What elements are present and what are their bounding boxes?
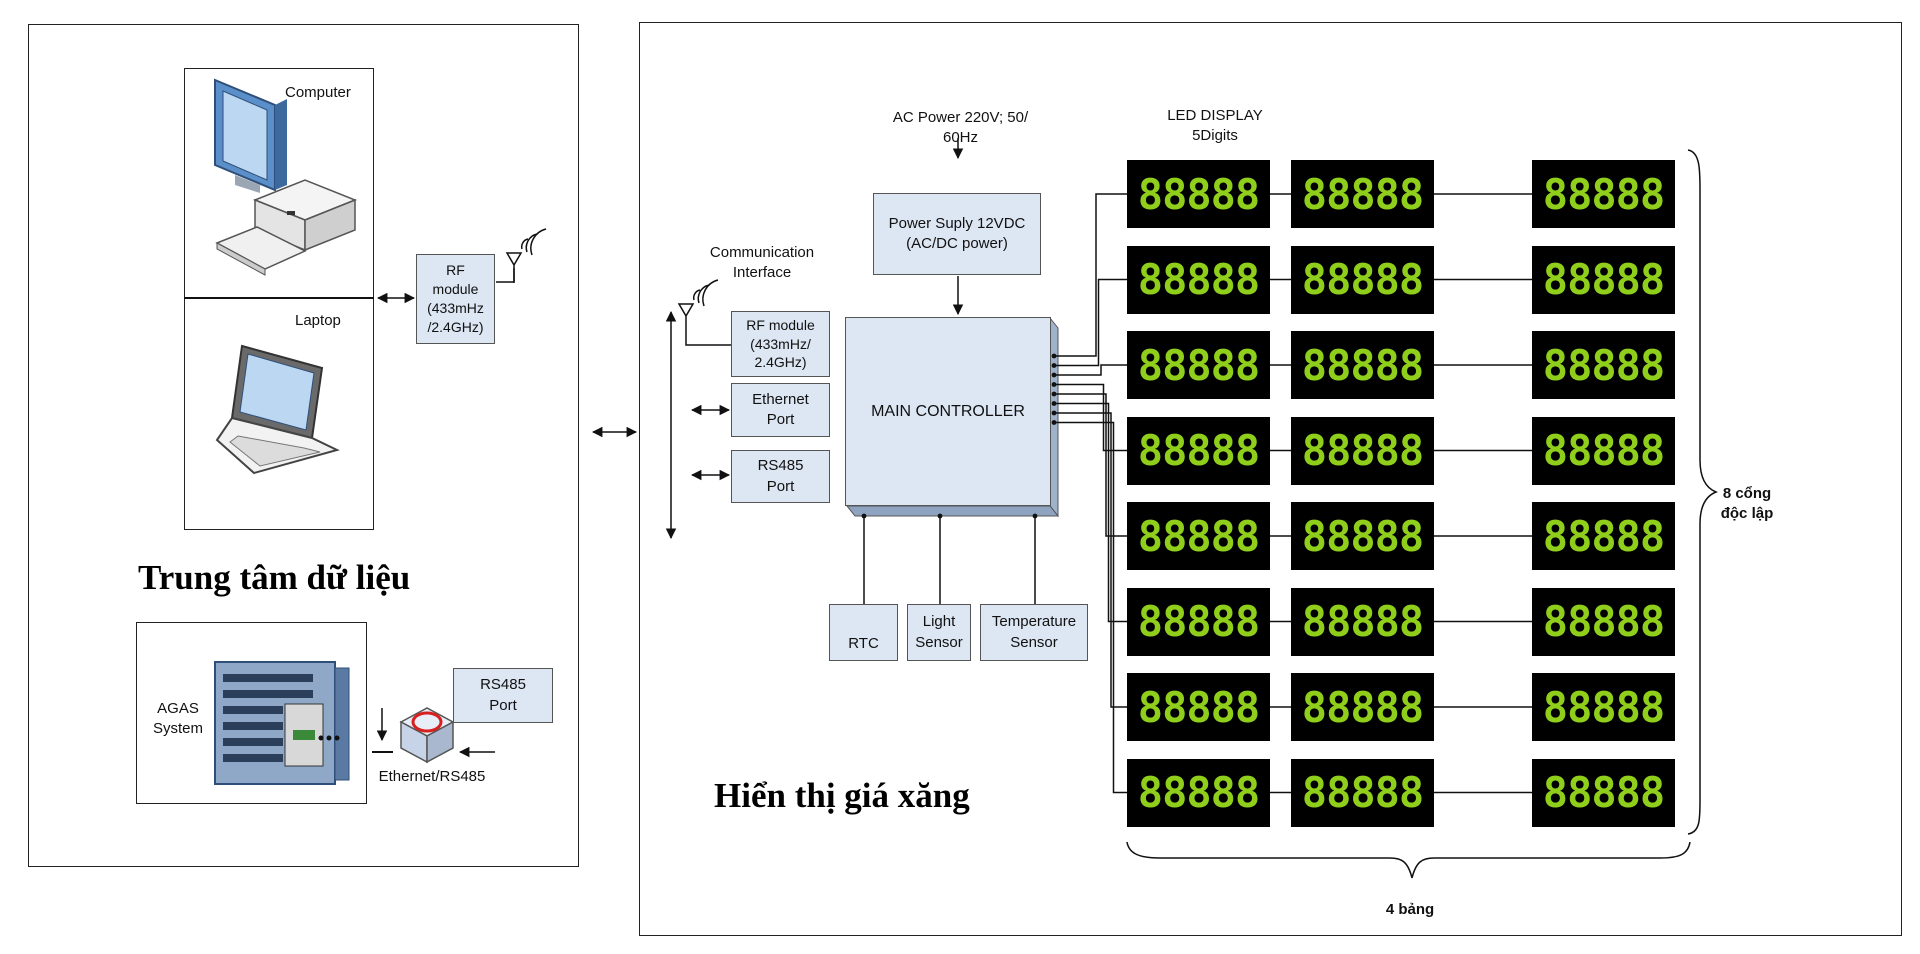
controller-to-led-row-line	[1054, 193, 1127, 357]
led-panel: 88888	[1127, 502, 1270, 570]
led-panel: 88888	[1127, 758, 1270, 827]
led-panel: 88888	[1532, 331, 1675, 399]
rtc-box: RTC	[829, 604, 898, 661]
comm-interface-label: Communication Interface	[709, 244, 815, 282]
led-panel: 88888	[1127, 160, 1270, 228]
left-rf-signal-icon	[520, 228, 547, 256]
right-rf-signal-icon	[692, 279, 719, 307]
rs485-port-left: RS485 Port	[453, 668, 553, 723]
controller-to-led-row-line	[1054, 364, 1127, 376]
led-panel: 88888	[1532, 587, 1675, 656]
boards-bracket	[1126, 841, 1691, 879]
ac-power-label: AC Power 220V; 50/ 60Hz	[892, 109, 1029, 147]
led-panel: 88888	[1127, 416, 1270, 485]
led-panel: 88888	[1291, 587, 1434, 656]
laptop-label: Laptop	[295, 312, 341, 329]
computer-icon	[214, 78, 358, 276]
price-display-title: Hiển thị giá xăng	[714, 776, 970, 815]
controller-to-led-row-line	[1054, 278, 1127, 367]
led-panel: 88888	[1127, 245, 1270, 314]
ethernet-rs485-label: Ethernet/RS485	[378, 768, 486, 785]
temperature-sensor-box: Temperature Sensor	[980, 604, 1088, 661]
led-panel: 88888	[1532, 673, 1675, 741]
power-supply-box: Power Suply 12VDC (AC/DC power)	[873, 193, 1041, 275]
led-panel: 88888	[1291, 416, 1434, 485]
rs485-port-box: RS485 Port	[731, 450, 830, 503]
led-display-label: LED DISPLAY 5Digits	[1167, 107, 1263, 145]
controller-to-led-row-line	[1054, 412, 1127, 708]
controller-sensor-dot	[1032, 513, 1038, 519]
led-panel: 88888	[1127, 673, 1270, 741]
led-panel: 88888	[1532, 416, 1675, 485]
led-panel: 88888	[1532, 245, 1675, 314]
controller-to-led-row-line	[1054, 421, 1127, 794]
led-panel: 88888	[1291, 160, 1434, 228]
boards-label: 4 bảng	[1385, 901, 1435, 918]
converter-icon	[399, 707, 455, 764]
controller-to-led-row-line	[1054, 393, 1127, 537]
led-panel: 88888	[1291, 245, 1434, 314]
led-panel: 88888	[1532, 160, 1675, 228]
controller-to-led-row-line	[1054, 402, 1127, 623]
ethernet-port-box: Ethernet Port	[731, 383, 830, 437]
left-rf-antenna-icon	[505, 252, 523, 283]
controller-sensor-dot	[861, 513, 867, 519]
controller-sensor-dot	[937, 513, 943, 519]
data-center-title: Trung tâm dữ liệu	[138, 558, 411, 597]
led-panel: 88888	[1127, 587, 1270, 656]
laptop-icon	[215, 344, 340, 475]
led-panel: 88888	[1291, 502, 1434, 570]
main-controller-box: MAIN CONTROLLER	[845, 317, 1051, 506]
led-panel: 88888	[1291, 331, 1434, 399]
controller-to-led-row-line	[1054, 383, 1127, 452]
rf-module-right: RF module (433mHz/ 2.4GHz)	[731, 311, 830, 377]
ports-label: 8 cổng độc lập	[1720, 485, 1774, 523]
right-rf-antenna-icon	[677, 303, 695, 334]
main-controller-3d-faces	[845, 316, 1060, 518]
rf-module-left: RF module (433mHz /2.4GHz)	[416, 254, 495, 344]
computer-label: Computer	[285, 84, 351, 101]
light-sensor-box: Light Sensor	[907, 604, 971, 661]
agas-rack-icon	[214, 661, 350, 785]
led-panel: 88888	[1291, 673, 1434, 741]
led-panel: 88888	[1127, 331, 1270, 399]
rf-module-link	[685, 334, 731, 346]
led-panel: 88888	[1291, 758, 1434, 827]
led-panel: 88888	[1532, 502, 1675, 570]
ports-bracket	[1687, 149, 1719, 835]
agas-system-label: AGAS System	[152, 700, 203, 738]
led-panel: 88888	[1532, 758, 1675, 827]
